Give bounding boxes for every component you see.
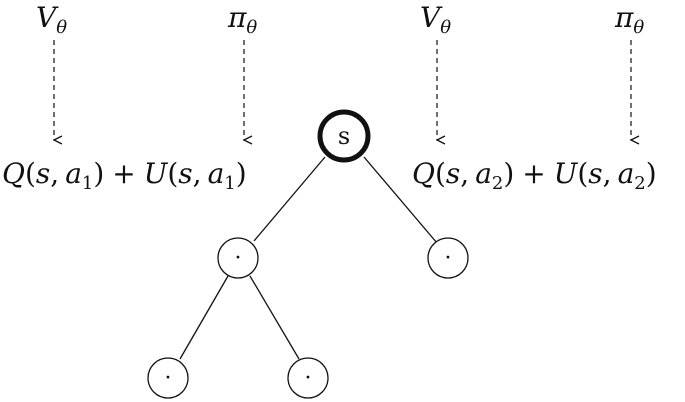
right-grandchild-node-label: · xyxy=(305,366,312,391)
edge-score-left: Q(s,a1)+U(s,a1) xyxy=(2,157,247,194)
left-grandchild-node-label: · xyxy=(165,366,172,391)
value-net-left-label: Vθ xyxy=(36,1,67,38)
edge-left-child-to-left-grandchild xyxy=(179,275,229,360)
edge-score-right: Q(s,a2)+U(s,a2) xyxy=(412,157,657,194)
root-node-label: s xyxy=(338,122,350,150)
left-child-node: · xyxy=(217,237,259,279)
right-grandchild-node: · xyxy=(287,357,329,399)
edge-root-to-right-child xyxy=(363,156,438,244)
policy-net-right-label: πθ xyxy=(614,1,644,38)
edge-root-to-left-child xyxy=(253,156,326,242)
root-node: s xyxy=(317,109,371,163)
right-child-node-label: · xyxy=(445,246,452,271)
left-child-node-label: · xyxy=(235,246,242,271)
right-child-node: · xyxy=(427,237,469,279)
edge-left-child-to-right-grandchild xyxy=(249,275,300,360)
left-grandchild-node: · xyxy=(147,357,189,399)
policy-net-left-label: πθ xyxy=(227,1,257,38)
value-net-right-label: Vθ xyxy=(420,1,451,38)
